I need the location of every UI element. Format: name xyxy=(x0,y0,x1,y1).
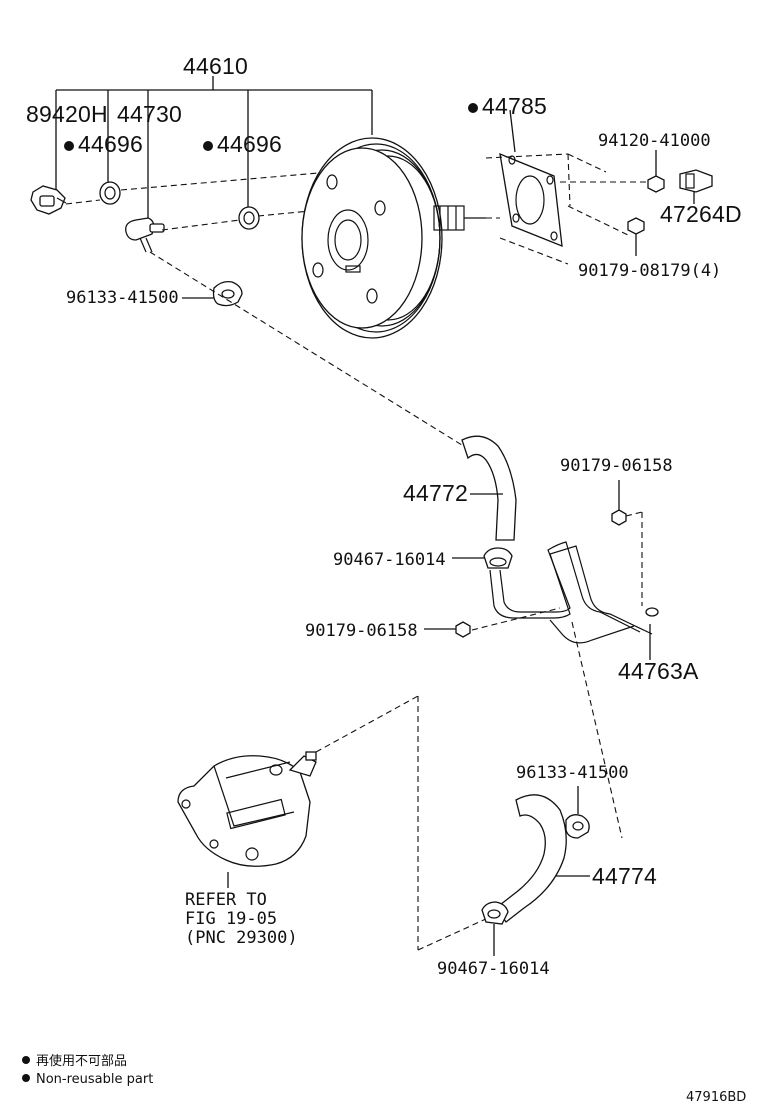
label-refer-line3: (PNC 29300) xyxy=(185,928,298,948)
vacuum-pump-part xyxy=(177,751,317,888)
upper-hose-part xyxy=(461,435,517,541)
bracket-part xyxy=(679,169,713,204)
nut-pipe-top-part xyxy=(611,480,627,526)
label-main-assembly: 44610 xyxy=(183,53,248,79)
nut-top-part xyxy=(647,150,665,193)
label-refer-line1: REFER TO xyxy=(185,890,267,910)
clamp-middle-part xyxy=(452,547,513,569)
pipe-part xyxy=(489,541,659,660)
clamp-bottom-part xyxy=(481,901,509,956)
label-bracket: 47264D xyxy=(660,201,742,227)
figure-id: 47916BD xyxy=(686,1090,746,1105)
legend-line-jp: 再使用不可部品 xyxy=(36,1053,127,1069)
pipe-dashed-guides xyxy=(471,511,643,839)
label-clip-upper: 96133-41500 xyxy=(66,288,179,308)
sensor-part xyxy=(30,185,67,215)
label-pipe: 44763A xyxy=(618,658,699,684)
label-check-valve: 44730 xyxy=(117,101,182,127)
nut-pipe-left-part xyxy=(424,621,471,638)
legend-marker-jp xyxy=(22,1056,30,1064)
legend-marker-en xyxy=(22,1074,30,1082)
label-refer-line2: FIG 19-05 xyxy=(185,909,277,929)
non-reusable-marker-44785 xyxy=(468,103,478,113)
legend-line-en: Non-reusable part xyxy=(36,1072,153,1087)
assembly-bracket-lines xyxy=(55,76,373,226)
pump-dashed-guides xyxy=(315,695,489,951)
nut-lower-part xyxy=(627,217,645,256)
clip-lower-part xyxy=(565,786,590,839)
grommet-left-part xyxy=(99,181,121,205)
lower-hose-part xyxy=(495,794,590,923)
gasket-part xyxy=(499,109,563,248)
label-clamp-bottom: 90467-16014 xyxy=(437,959,550,979)
label-hose-upper: 44772 xyxy=(403,480,468,506)
clip-upper-part xyxy=(212,280,243,307)
non-reusable-marker-44696-right xyxy=(203,141,213,151)
check-valve-part xyxy=(125,217,165,253)
label-grommet-right: 44696 xyxy=(217,131,282,157)
label-hose-lower: 44774 xyxy=(592,863,657,889)
label-nut-pipe-left: 90179-06158 xyxy=(305,621,418,641)
label-grommet-left: 44696 xyxy=(78,131,143,157)
legend: 再使用不可部品 Non-reusable part xyxy=(22,1053,153,1087)
label-gasket: 44785 xyxy=(482,93,547,119)
label-clamp-middle: 90467-16014 xyxy=(333,550,446,570)
label-nut-lower: 90179-08179(4) xyxy=(578,261,721,281)
label-sensor: 89420H xyxy=(26,101,108,127)
label-clip-lower: 96133-41500 xyxy=(516,763,629,783)
gasket-dashed-guides xyxy=(485,153,646,265)
grommet-right-part xyxy=(238,206,260,230)
label-nut-pipe-top: 90179-06158 xyxy=(560,456,673,476)
non-reusable-marker-44696-left xyxy=(64,141,74,151)
label-nut-top: 94120-41000 xyxy=(598,131,711,151)
brake-booster-part xyxy=(301,137,486,339)
